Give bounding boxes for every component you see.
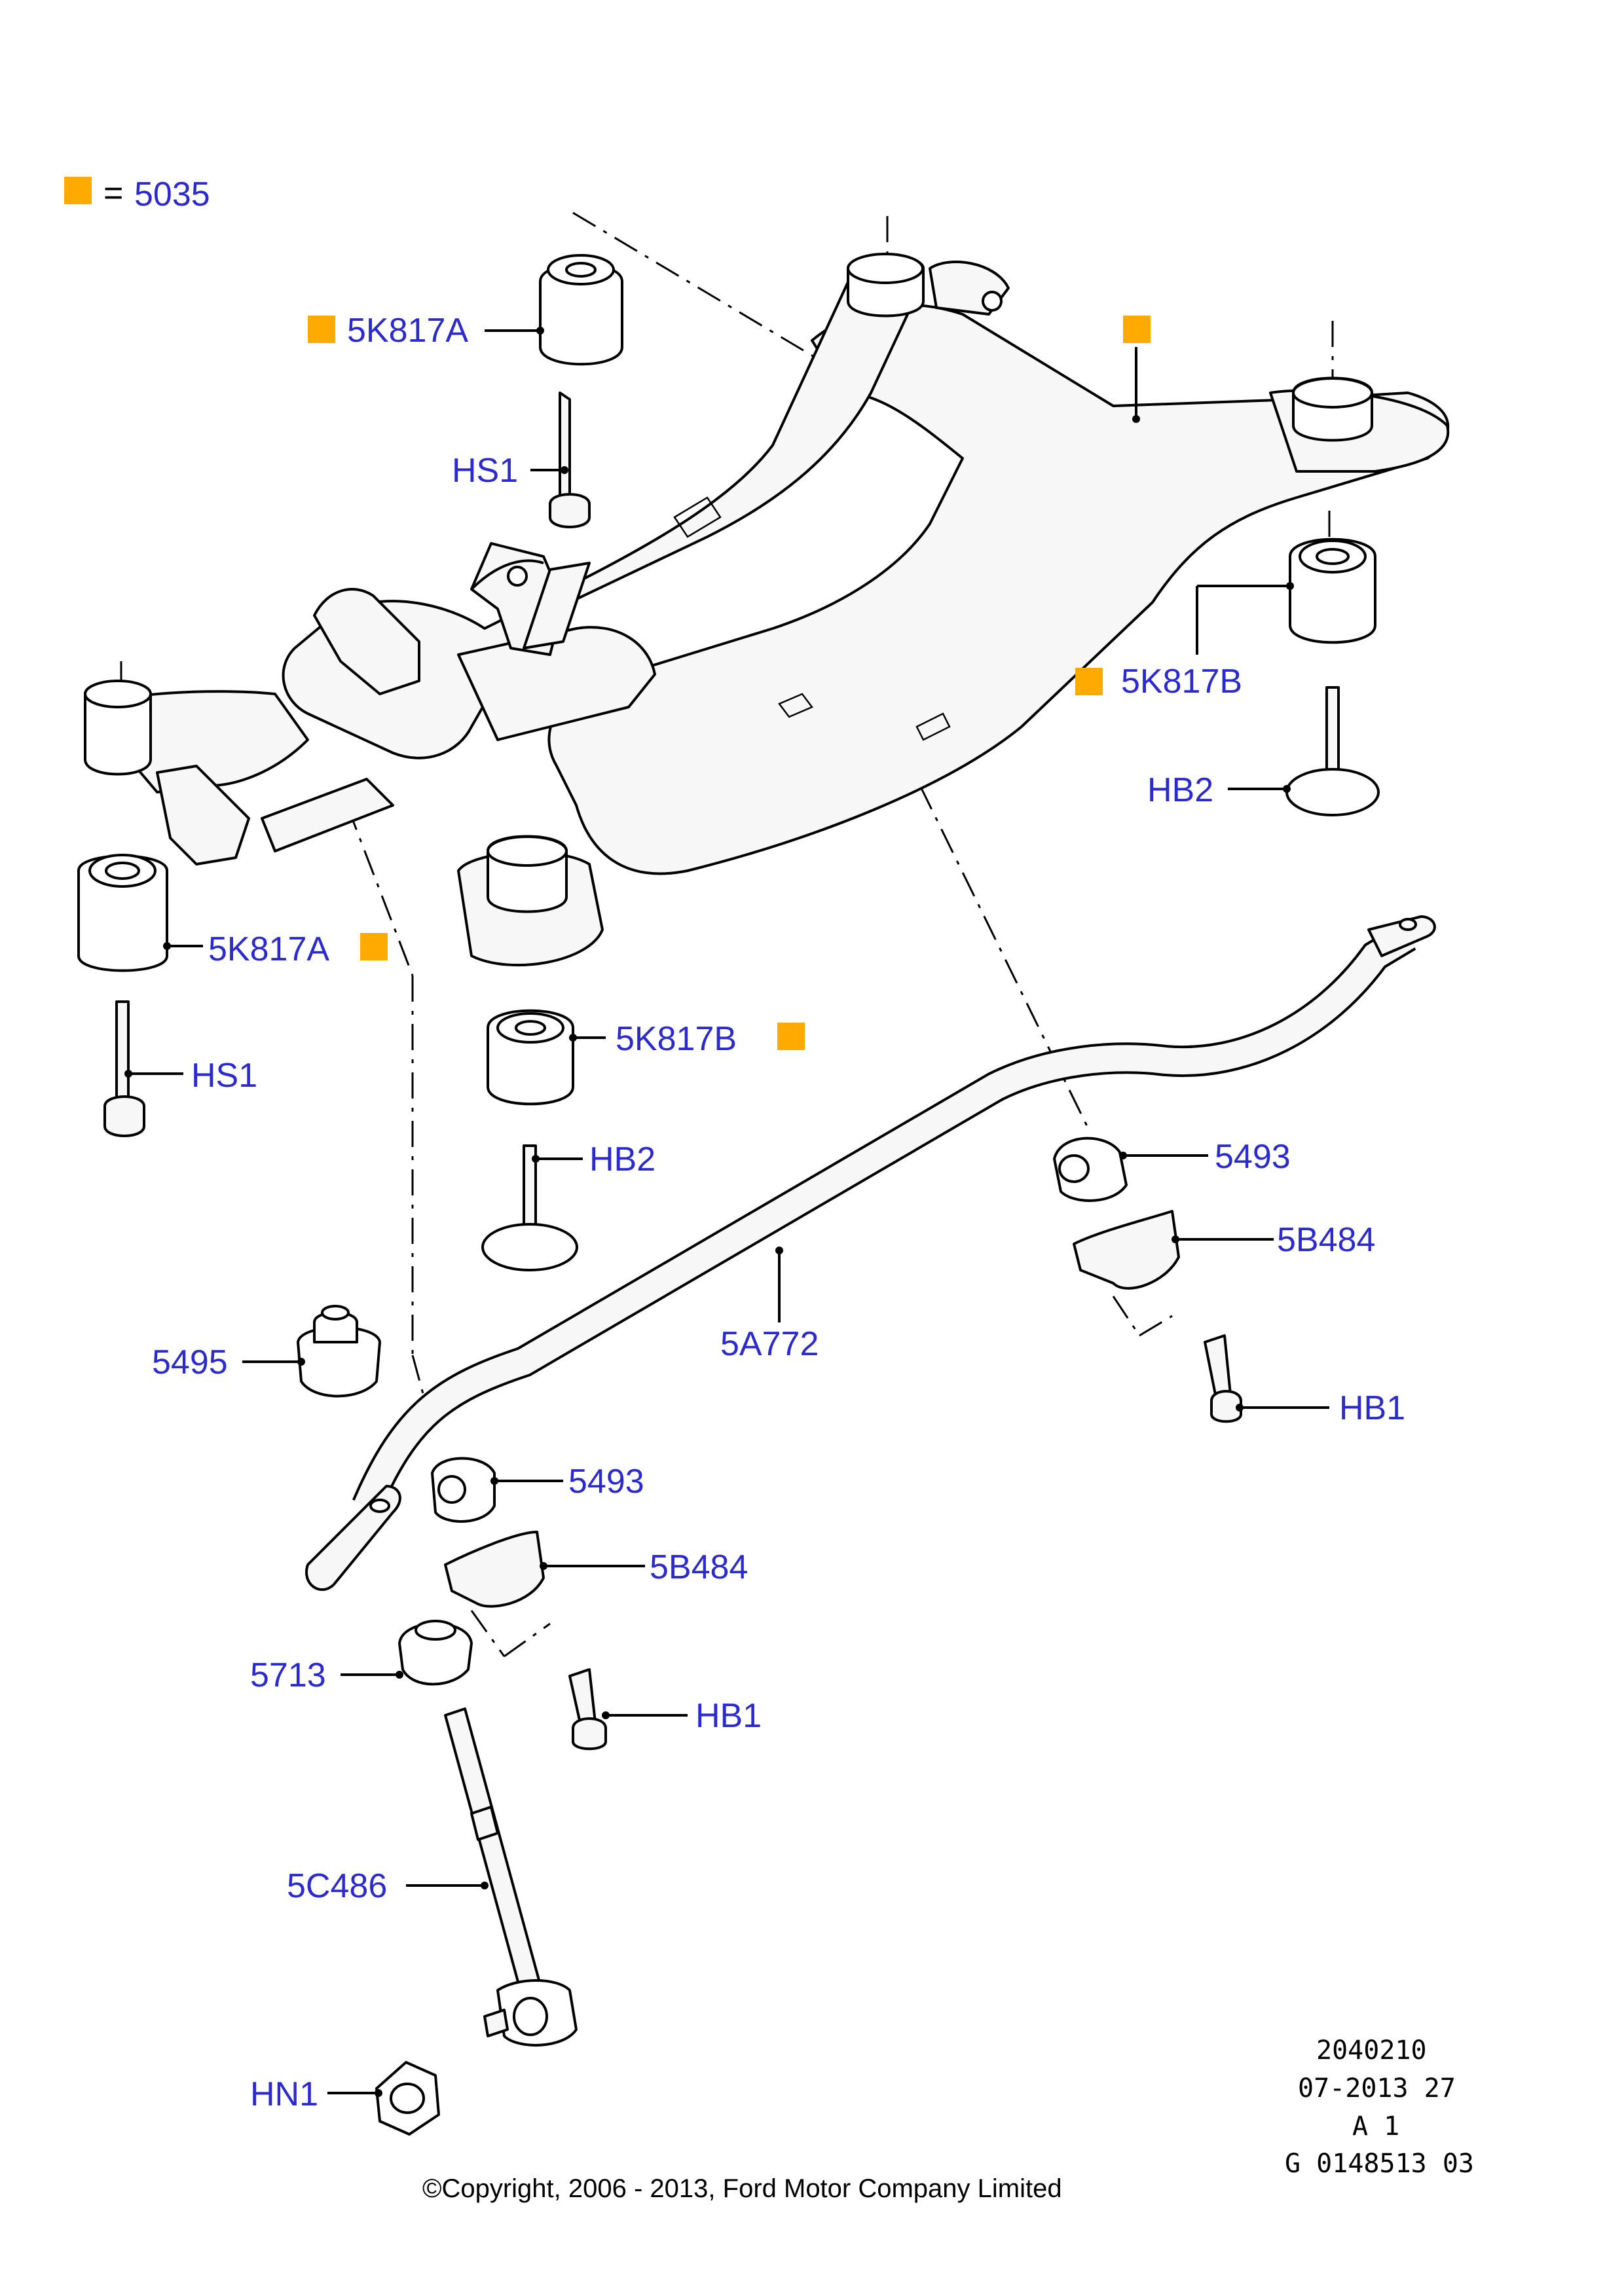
callout-5k817a-top: 5K817A (347, 312, 468, 350)
reference-line-1: 2040210 (1316, 2035, 1427, 2066)
callout-hs1-lower: HS1 (191, 1057, 257, 1095)
marker-5035-icon (777, 1023, 805, 1050)
marker-5035-icon (360, 933, 388, 960)
callout-5493-right: 5493 (1215, 1138, 1291, 1176)
legend-equals: = (103, 174, 123, 212)
reference-line-3: A 1 (1352, 2111, 1399, 2141)
callout-hb2-lower: HB2 (589, 1140, 655, 1178)
bushing-5k817a-top (539, 254, 623, 528)
callout-hb1-right: HB1 (1339, 1389, 1405, 1427)
marker-5035-icon (308, 316, 335, 343)
insulator-5713 (398, 1620, 473, 1686)
callout-5k817a-lower: 5K817A (208, 930, 329, 968)
rear-subframe (84, 253, 1450, 967)
callout-5713: 5713 (250, 1656, 326, 1694)
bushing-5k817b-right (1285, 538, 1380, 816)
bar-mount-right (1053, 1137, 1242, 1423)
callout-5k817b-lower: 5K817B (616, 1020, 737, 1058)
marker-5035-icon (1123, 316, 1151, 343)
callout-5k817b-right: 5K817B (1121, 663, 1242, 701)
leader-lines (124, 327, 1329, 2097)
callout-5493-left: 5493 (568, 1463, 644, 1501)
legend-code: 5035 (134, 175, 210, 213)
callout-hb1-left: HB1 (695, 1697, 762, 1735)
callout-5c486: 5C486 (287, 1867, 387, 1905)
reference-line-2: 07-2013 27 (1298, 2073, 1456, 2104)
stabilizer-link (444, 1707, 578, 2047)
callout-5495: 5495 (152, 1343, 228, 1381)
stabilizer-bar (305, 915, 1436, 1592)
callout-5b484-left: 5B484 (650, 1548, 748, 1586)
marker-5035-icon (1075, 668, 1103, 695)
callout-5b484-right: 5B484 (1277, 1221, 1375, 1259)
copyright-notice: ©Copyright, 2006 - 2013, Ford Motor Comp… (422, 2174, 1062, 2203)
callout-hn1: HN1 (250, 2075, 318, 2113)
legend-marker-icon (64, 177, 92, 204)
callout-5a772: 5A772 (720, 1325, 819, 1363)
callout-hs1-top: HS1 (452, 452, 518, 490)
insulator-5495 (297, 1305, 381, 1398)
nut-hn1 (375, 2061, 440, 2136)
callout-hb2-right: HB2 (1147, 771, 1213, 809)
bushing-5k817b-lower (481, 1009, 578, 1271)
bushing-5k817a-lower (77, 854, 168, 1137)
reference-line-4: G 0148513 03 (1285, 2149, 1474, 2179)
bar-mount-left (431, 1457, 607, 1751)
